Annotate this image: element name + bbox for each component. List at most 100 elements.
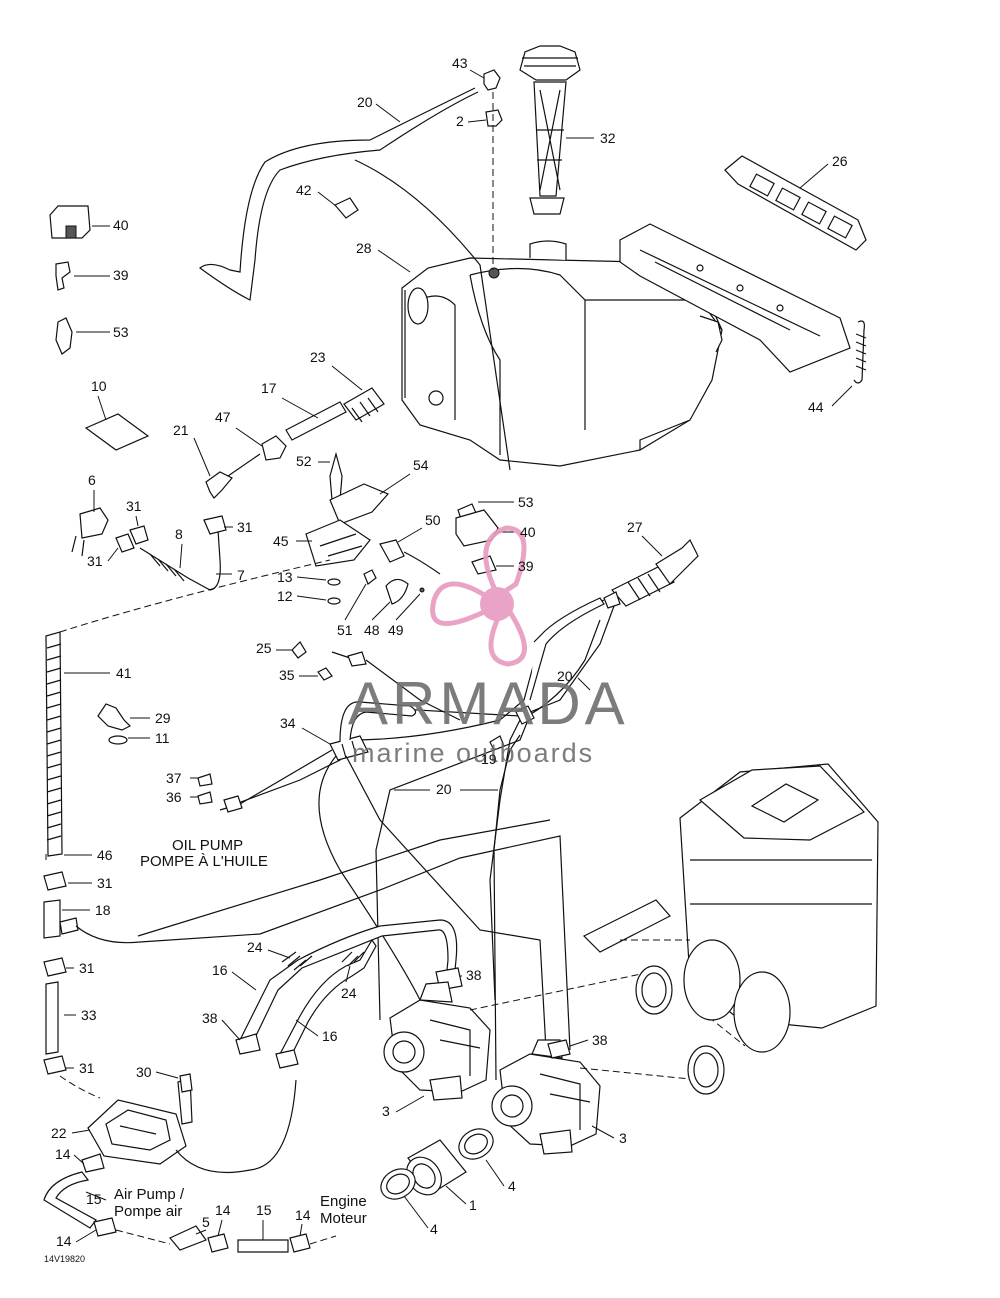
terminal-53: [55, 317, 73, 355]
carburetor-right: [491, 1039, 601, 1155]
callout-c48: 48: [364, 622, 380, 638]
callout-c27: 27: [627, 519, 643, 535]
connector-housing: [49, 205, 91, 239]
tank-bracket: [619, 223, 851, 373]
callout-c39a: 39: [113, 267, 129, 283]
callout-c13: 13: [277, 569, 293, 585]
propeller-logo-icon: [430, 525, 527, 667]
fuel-line-assembly: [205, 387, 385, 499]
callout-c1: 1: [469, 1197, 477, 1213]
callout-c32: 32: [600, 130, 616, 146]
callout-c4b: 4: [430, 1221, 438, 1237]
callout-c15a: 15: [86, 1191, 102, 1207]
callout-c14c: 14: [295, 1207, 311, 1223]
callout-c45: 45: [273, 533, 289, 549]
callout-c19: 19: [481, 751, 497, 767]
air-pump-caption-fr: Pompe air: [114, 1203, 182, 1220]
callout-c50: 50: [425, 512, 441, 528]
callout-c24a: 24: [247, 939, 263, 955]
callout-c12: 12: [277, 588, 293, 604]
callout-c54: 54: [413, 457, 429, 473]
callout-c10: 10: [91, 378, 107, 394]
callout-c46: 46: [97, 847, 113, 863]
terminal-39: [55, 261, 71, 291]
decal-10: [84, 413, 150, 451]
oil-pump-caption-fr: POMPE À L'HUILE: [140, 853, 268, 870]
callout-c51: 51: [337, 622, 353, 638]
callout-c8: 8: [175, 526, 183, 542]
clip-29-11: [97, 703, 132, 745]
callout-c38c: 38: [592, 1032, 608, 1048]
air-silencer: [582, 763, 879, 1095]
callout-c31f: 31: [79, 1060, 95, 1076]
callout-c28: 28: [356, 240, 372, 256]
captions: OIL PUMP POMPE À L'HUILE Air Pump / Pomp…: [44, 837, 367, 1264]
hose-41: [45, 559, 331, 860]
callout-c5: 5: [202, 1214, 210, 1230]
callout-c6: 6: [88, 472, 96, 488]
callout-c17: 17: [261, 380, 277, 396]
callout-c35: 35: [279, 667, 295, 683]
callout-c37: 37: [166, 770, 182, 786]
callout-c25: 25: [256, 640, 272, 656]
callout-c39b: 39: [518, 558, 534, 574]
bottom-hoses: [115, 1073, 337, 1253]
callout-c30: 30: [136, 1064, 152, 1080]
callout-c23: 23: [310, 349, 326, 365]
callout-c18: 18: [95, 902, 111, 918]
callout-c36: 36: [166, 789, 182, 805]
watermark-brand: ARMADA: [348, 670, 629, 737]
carburetor-left: [383, 981, 491, 1101]
callout-c52: 52: [296, 453, 312, 469]
callout-c3b: 3: [619, 1130, 627, 1146]
callout-c24b: 24: [341, 985, 357, 1001]
leader-lines: [62, 69, 853, 1243]
callout-c20c: 20: [436, 781, 452, 797]
callout-c16b: 16: [322, 1028, 338, 1044]
callout-c31d: 31: [97, 875, 113, 891]
callout-c33: 33: [81, 1007, 97, 1023]
callout-c16a: 16: [212, 962, 228, 978]
callout-c20a: 20: [357, 94, 373, 110]
callout-c14d: 14: [56, 1233, 72, 1249]
callout-c43: 43: [452, 55, 468, 71]
callout-c53b: 53: [518, 494, 534, 510]
callout-c22: 22: [51, 1125, 67, 1141]
callout-c29: 29: [155, 710, 171, 726]
callout-c40b: 40: [520, 524, 536, 540]
engine-caption: Engine: [320, 1193, 367, 1210]
fuel-hoses-16-24: [235, 919, 463, 1069]
intake-boot: [380, 1128, 494, 1200]
oil-pump-caption: OIL PUMP: [172, 837, 243, 854]
engine-caption-fr: Moteur: [320, 1210, 367, 1227]
oil-level-sensor: [305, 451, 425, 605]
oil-pump-cable: [197, 701, 547, 1051]
callout-c31b: 31: [237, 519, 253, 535]
callout-c11: 11: [155, 730, 170, 746]
callout-c31c: 31: [87, 553, 103, 569]
callout-c47: 47: [215, 409, 231, 425]
spring: [853, 320, 867, 384]
callout-c14b: 14: [215, 1202, 231, 1218]
fuel-tank: [401, 240, 723, 467]
callout-c20b: 20: [557, 668, 573, 684]
callout-c41: 41: [116, 665, 132, 681]
vent-hose-upper: [199, 87, 511, 471]
watermark-tagline: marine outboards: [352, 738, 594, 768]
filler-cap: [519, 45, 581, 215]
callout-c53a: 53: [113, 324, 129, 340]
callout-c3a: 3: [382, 1103, 390, 1119]
callout-c31e: 31: [79, 960, 95, 976]
callout-c49: 49: [388, 622, 404, 638]
watermark: ARMADA marine outboards: [348, 525, 629, 768]
fuel-valve: [71, 507, 149, 557]
callout-c26: 26: [832, 153, 848, 169]
callout-c38a: 38: [466, 967, 482, 983]
air-pump-caption: Air Pump /: [114, 1186, 185, 1203]
callout-c7: 7: [237, 567, 245, 583]
callout-c15b: 15: [256, 1202, 272, 1218]
primer: [603, 538, 699, 609]
